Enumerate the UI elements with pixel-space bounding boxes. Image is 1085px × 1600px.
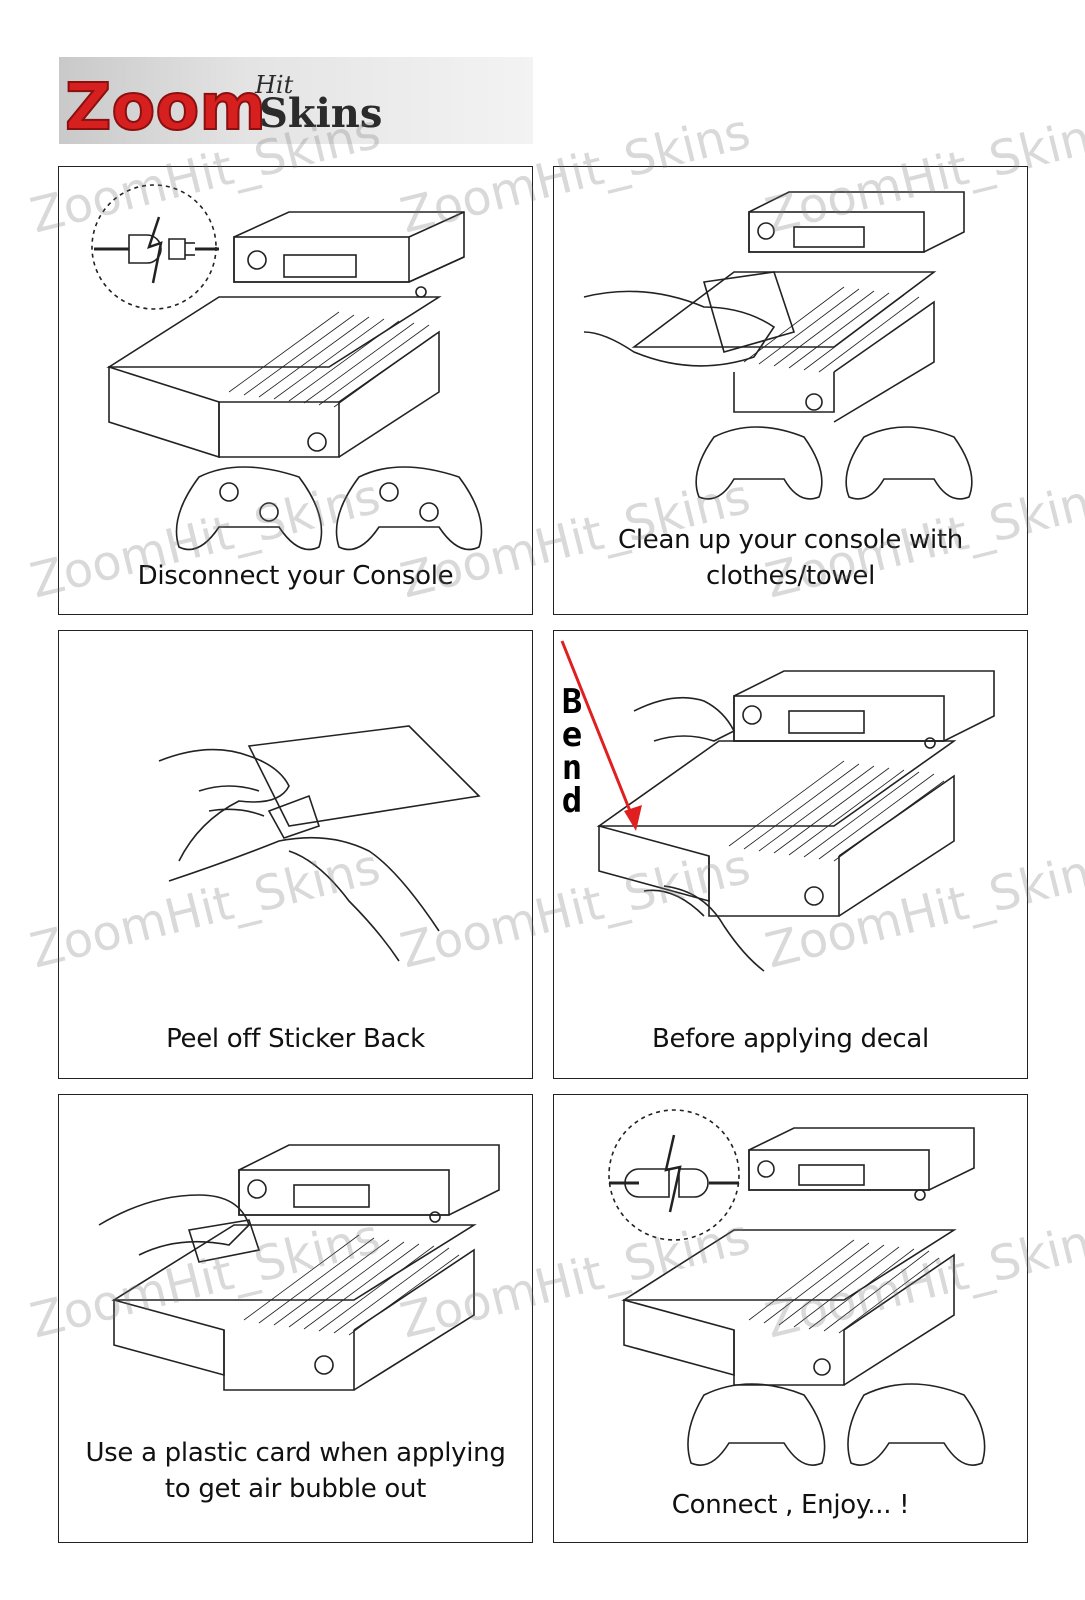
bend-arrow-line: [560, 640, 638, 827]
step-panel-clean: Clean up your console with clothes/towel: [553, 166, 1028, 615]
bend-letter: e: [561, 715, 583, 755]
step-panel-bend: B e n d Before applying decal: [553, 630, 1028, 1079]
step-caption-line: Disconnect your Console: [137, 561, 454, 591]
logo-graphic: Zoom Hit Skins: [64, 70, 382, 144]
step-caption: Peel off Sticker Back: [59, 1021, 532, 1057]
logo-tail-text: Skins: [259, 90, 382, 137]
plug-icon: [608, 1109, 986, 1466]
bend-arrow-head: [624, 805, 642, 831]
step-panel-disconnect: Disconnect your Console: [58, 166, 533, 615]
step-caption: Before applying decal: [554, 1021, 1027, 1057]
unplug-icon: [91, 184, 483, 551]
step-caption-line: to get air bubble out: [164, 1474, 427, 1504]
step-panel-peel: Peel off Sticker Back: [58, 630, 533, 1079]
step-caption-line: Use a plastic card when applying: [85, 1438, 506, 1468]
step-caption: Connect , Enjoy... !: [554, 1487, 1027, 1523]
step-caption-line: Connect , Enjoy... !: [671, 1490, 910, 1520]
step-caption-line: clothes/towel: [705, 561, 876, 591]
hand-wipe-icon: [583, 191, 973, 500]
bend-decal-icon: [560, 640, 995, 972]
bend-label: B e n d: [557, 682, 587, 821]
brand-logo: Zoom Hit Skins: [59, 57, 533, 144]
logo-main-text: Zoom: [65, 71, 266, 144]
plastic-card-icon: [98, 1144, 500, 1391]
bend-letter: d: [561, 781, 583, 821]
step-caption: Clean up your console with clothes/towel: [554, 522, 1027, 594]
step-panel-plastic-card: Use a plastic card when applying to get …: [58, 1094, 533, 1543]
step-caption-line: Clean up your console with: [617, 525, 963, 555]
peel-sticker-icon: [158, 725, 481, 962]
step-caption: Use a plastic card when applying to get …: [59, 1435, 532, 1507]
bend-letter: B: [561, 682, 583, 722]
step-caption: Disconnect your Console: [59, 558, 532, 594]
step-panel-connect: Connect , Enjoy... !: [553, 1094, 1028, 1543]
bend-letter: n: [561, 748, 583, 788]
step-caption-line: Before applying decal: [652, 1024, 929, 1054]
logo-super-text: Hit: [254, 71, 294, 99]
step-caption-line: Peel off Sticker Back: [166, 1024, 425, 1054]
